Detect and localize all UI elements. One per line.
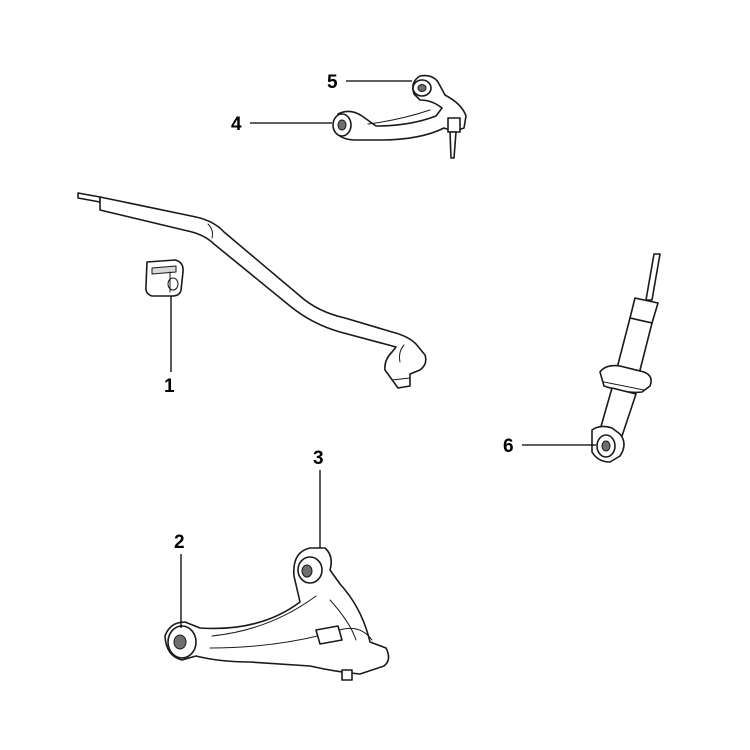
callout-1: 1 [164,376,175,397]
stabilizer-bar-bushing-icon[interactable] [145,259,184,297]
shock-absorber[interactable] [591,253,661,463]
callout-5: 5 [327,72,338,93]
callout-3: 3 [313,448,324,469]
callout-4: 4 [231,114,242,135]
callout-2: 2 [174,532,185,553]
upper-control-arm[interactable] [332,74,467,159]
lower-control-arm[interactable] [164,547,390,681]
stabilizer-bar[interactable] [77,192,427,389]
callout-6: 6 [503,436,514,457]
